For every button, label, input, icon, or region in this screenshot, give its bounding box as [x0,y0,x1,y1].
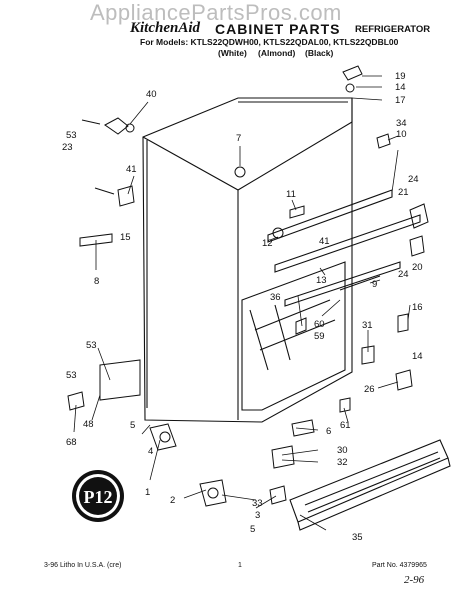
model-list: For Models: KTLS22QDWH00, KTLS22QDAL00, … [140,37,399,47]
handwritten-note: 2-96 [404,574,425,586]
part-label: 14 [412,351,423,362]
brand-logo: KitchenAid [130,20,201,36]
part-label: 12 [262,238,273,249]
part-label: 53 [66,130,77,141]
part-label: 36 [270,292,281,303]
part-number-labels: 19 14 17 40 53 23 7 34 10 41 15 11 24 21… [62,71,423,543]
part-label: 24 [408,174,419,185]
part-label: 33 [252,498,263,509]
part-label: 31 [362,320,373,331]
part-label: 53 [86,340,97,351]
part-label: 19 [395,71,406,82]
toe-grille [289,439,451,531]
part-label: 60 [314,319,325,330]
part-label: 2 [170,495,175,506]
footer-litho: 3-96 Litho In U.S.A. (cre) [44,562,122,569]
part-label: 24 [398,269,409,280]
page-title: CABINET PARTS [215,21,341,37]
part-label: 40 [146,89,157,100]
part-label: 30 [337,445,348,456]
part-label: 6 [326,426,331,437]
part-label: 15 [120,232,131,243]
part-label: 5 [130,420,135,431]
part-label: 41 [319,236,330,247]
footer-part-number: Part No. 4379965 [372,562,427,569]
part-label: 48 [83,419,94,430]
watermark: AppliancePartsPros.com [90,0,342,25]
part-label: 53 [66,370,77,381]
part-label: 41 [126,164,137,175]
badge-text: P12 [84,487,113,507]
part-label: 4 [148,446,153,457]
part-label: 14 [395,82,406,93]
leader-lines [73,75,411,531]
part-label: 16 [412,302,423,313]
part-label: 8 [94,276,99,287]
part-label: 1 [145,487,150,498]
part-label: 32 [337,457,348,468]
part-label: 23 [62,142,73,153]
small-parts [67,65,429,507]
footer-page-number: 1 [238,562,242,569]
part-label: 3 [255,510,260,521]
p12-badge: P12 [72,470,124,522]
part-label: 5 [250,524,255,535]
part-label: 61 [340,420,351,431]
part-label: 11 [286,189,296,200]
part-label: 10 [396,129,407,140]
part-label: 9 [372,279,377,290]
color-almond: (Almond) [258,48,296,58]
part-label: 68 [66,437,77,448]
part-label: 26 [364,384,375,395]
color-white: (White) [218,48,247,58]
cabinet-outline [142,97,421,423]
appliance-type: REFRIGERATOR [355,24,431,35]
part-label: 20 [412,262,423,273]
color-black: (Black) [305,48,334,58]
part-label: 21 [398,187,409,198]
part-label: 7 [236,133,241,144]
part-label: 59 [314,331,325,342]
part-label: 35 [352,532,363,543]
part-label: 34 [396,118,407,129]
part-label: 13 [316,275,327,286]
page-header: AppliancePartsPros.com KitchenAid CABINE… [0,0,472,70]
part-label: 17 [395,95,406,106]
